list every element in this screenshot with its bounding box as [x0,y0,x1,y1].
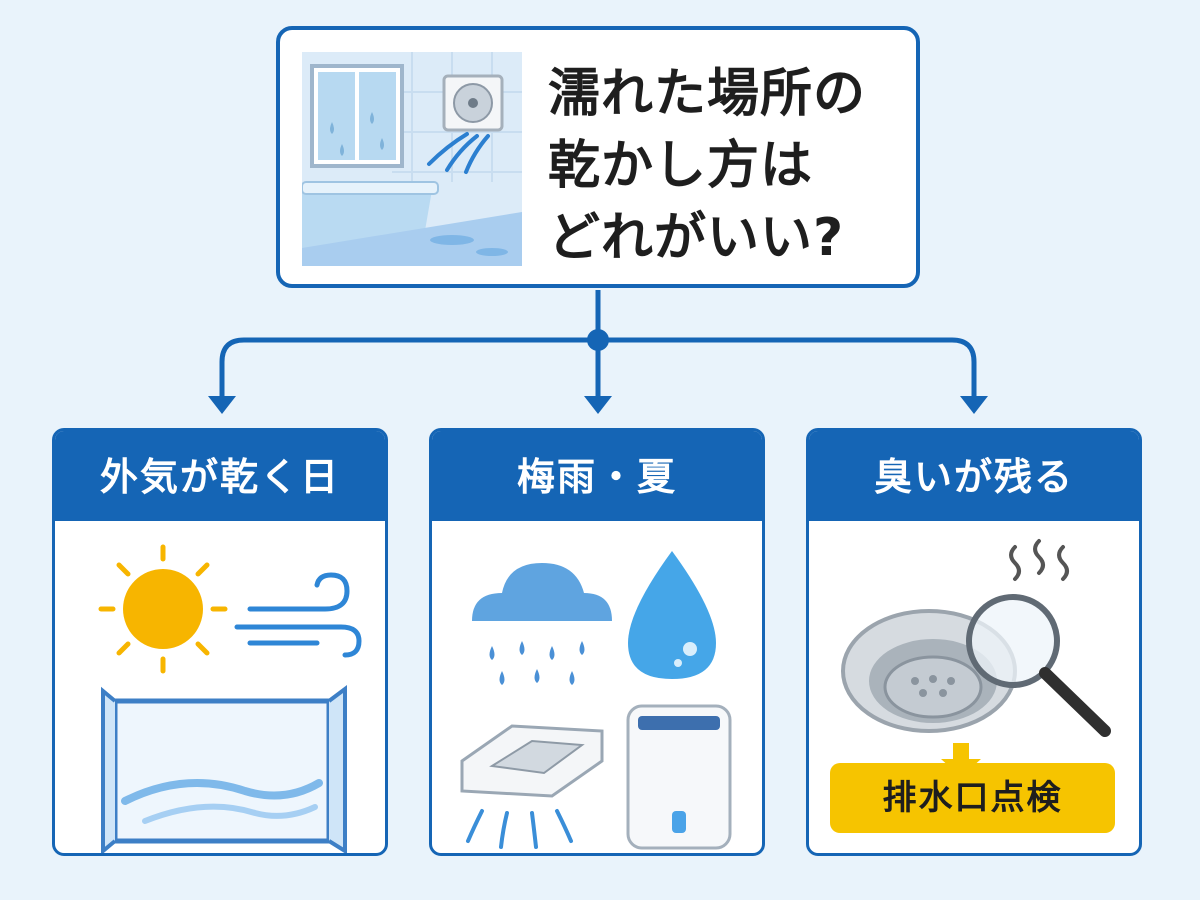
rainy-summer-card: 梅雨・夏 [429,428,765,856]
card-title: 梅雨・夏 [432,431,762,521]
magnifier-icon [966,594,1111,737]
air-conditioner-icon [460,724,604,849]
question-text: 濡れた場所の 乾かし方は どれがいい? [548,58,908,274]
dry-day-card: 外気が乾く日 [52,428,388,856]
card-title: 外気が乾く日 [55,431,385,521]
rainy-summer-illustration [460,551,732,850]
bathroom-illustration [302,52,522,266]
question-line: 乾かし方は [548,136,814,196]
water-drop-icon [628,551,716,679]
drain-icon [841,609,1017,733]
sun-icon [98,544,228,674]
drain-check-badge: 排水口点検 [830,763,1115,833]
open-window-icon [101,685,347,853]
odor-wave-icon [1009,539,1069,581]
window-icon [310,64,404,168]
dry-day-illustration [98,544,362,853]
dehumidifier-icon [626,704,732,850]
card-title: 臭いが残る [809,431,1139,521]
question-line: どれがいい? [548,208,845,268]
odor-illustration [841,539,1111,777]
wind-icon [234,572,362,658]
rain-cloud-icon [472,563,612,685]
ventilation-fan-icon [427,74,504,174]
question-line: 濡れた場所の [548,64,867,124]
